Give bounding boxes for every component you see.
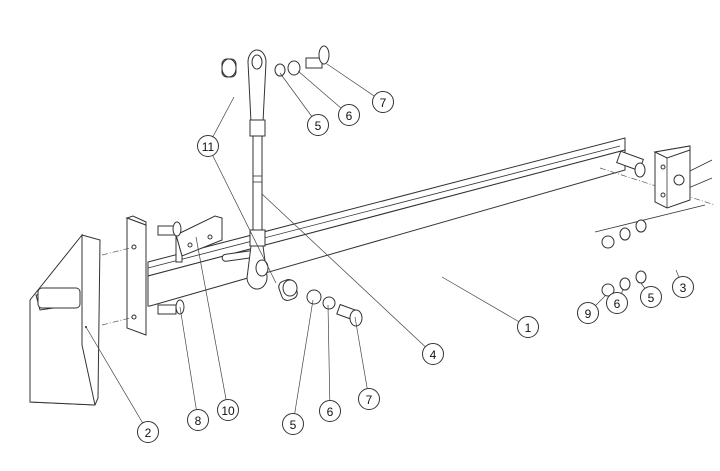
callout-balloon-4: 4: [422, 343, 444, 365]
hardware-bottom: [306, 289, 363, 327]
callout-balloon-6: 6: [338, 104, 360, 126]
mounting-plate: [101, 215, 147, 336]
callout-balloon-5: 5: [282, 413, 304, 435]
callout-balloon-11: 11: [197, 135, 219, 157]
callout-balloon-7: 7: [372, 91, 394, 113]
hardware-top: [274, 45, 330, 77]
callout-balloon-5: 5: [307, 114, 329, 136]
spacers-part-11: [221, 58, 298, 301]
callout-balloon-6: 6: [319, 400, 341, 422]
callout-balloon-3: 3: [672, 276, 694, 298]
bolts-part-8: [157, 221, 185, 315]
hardware-right: [601, 150, 647, 297]
callout-balloon-9: 9: [577, 302, 599, 324]
callout-balloon-7: 7: [358, 388, 380, 410]
callout-balloon-2: 2: [137, 421, 159, 443]
end-block-part-2: [29, 233, 101, 406]
callout-balloon-10: 10: [217, 399, 239, 421]
end-block-part-3: [653, 145, 691, 209]
turnbuckle-part-4: [246, 49, 269, 290]
bracket-part-10: [175, 215, 223, 263]
callout-balloon-8: 8: [187, 409, 209, 431]
callout-balloon-6: 6: [606, 292, 628, 314]
callout-balloon-5: 5: [640, 286, 662, 308]
callout-balloon-1: 1: [517, 316, 539, 338]
